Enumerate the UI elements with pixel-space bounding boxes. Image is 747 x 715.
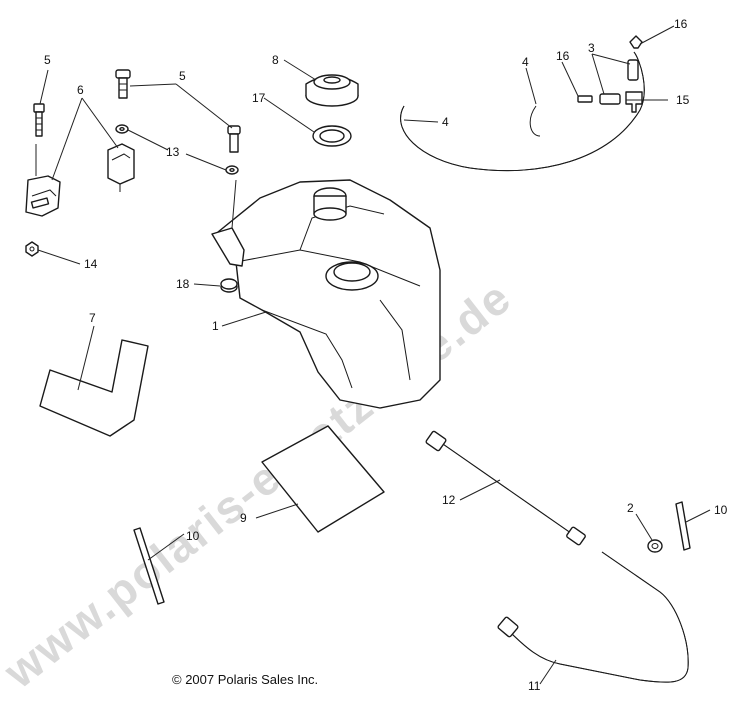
vent-hose-short-part: [529, 105, 541, 137]
leader-lines: [35, 25, 711, 685]
bracket-left-part: [25, 175, 61, 217]
bracket-right-part: [107, 143, 135, 192]
fuel-line-12-part: [425, 430, 586, 546]
cable-tie-right-part: [675, 501, 691, 551]
fuel-line-11-part: [497, 551, 689, 683]
watermark-text: www.polaris-ersatzteile.de: [0, 270, 521, 698]
callout-15: 15: [676, 93, 690, 107]
callout-6: 6: [77, 83, 84, 97]
callout-17: 17: [252, 91, 266, 105]
callout-9: 9: [240, 511, 247, 525]
callout-2: 2: [627, 501, 634, 515]
gasket-part: [312, 125, 352, 147]
callouts: 5 6 5 8 17 13 14 18 1 7 4 4 16 3 16 15 1…: [44, 17, 728, 693]
callout-12: 12: [442, 493, 456, 507]
callout-4-top: 4: [522, 55, 529, 69]
callout-7: 7: [89, 311, 96, 325]
fuel-cap-part: [305, 74, 359, 107]
callout-18: 18: [176, 277, 190, 291]
spacer-18-part: [220, 278, 238, 293]
callout-3: 3: [588, 41, 595, 55]
callout-10-left: 10: [186, 529, 200, 543]
callout-8: 8: [272, 53, 279, 67]
fuel-tank-part: [211, 179, 441, 409]
watermark: www.polaris-ersatzteile.de: [0, 270, 521, 698]
callout-16-left: 16: [556, 49, 570, 63]
washer-13b-part: [225, 165, 239, 175]
copyright-text: © 2007 Polaris Sales Inc.: [172, 672, 318, 687]
vent-hose-part: [400, 51, 645, 172]
callout-1: 1: [212, 319, 219, 333]
bolt-left-part: [33, 103, 45, 137]
callout-5-left: 5: [44, 53, 51, 67]
callout-14: 14: [84, 257, 98, 271]
heat-shield-part: [39, 339, 149, 437]
callout-13: 13: [166, 145, 180, 159]
callout-10-right: 10: [714, 503, 728, 517]
washer-13-part: [115, 124, 129, 134]
callout-16-right: 16: [674, 17, 688, 31]
decal-part: [261, 425, 385, 533]
bolt-top-part: [115, 69, 131, 99]
callout-11: 11: [528, 679, 541, 693]
callout-5-top: 5: [179, 69, 186, 83]
cable-tie-left-part: [133, 527, 165, 605]
callout-4-hose: 4: [442, 115, 449, 129]
clamp-2-part: [647, 539, 663, 553]
check-valve-part: [577, 35, 643, 113]
bolt-right-part: [227, 125, 241, 153]
nut-14-part: [25, 241, 39, 257]
